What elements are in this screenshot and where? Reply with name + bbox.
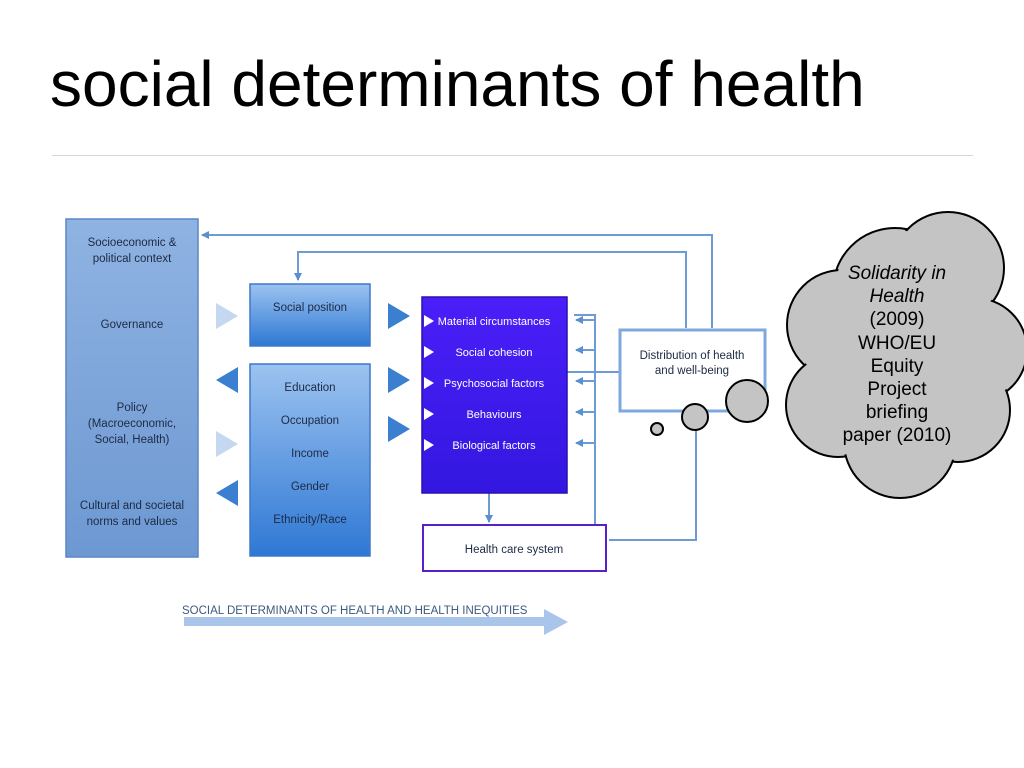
connector-triangles <box>216 303 410 506</box>
context-label: Cultural and societal <box>80 500 184 512</box>
context-label: (Macroeconomic, <box>88 418 176 430</box>
cloud-line: paper (2010) <box>842 425 952 447</box>
cloud-line: (2009) <box>869 309 925 331</box>
social-position-label: Social position <box>273 302 347 314</box>
cloud-line: Project <box>867 378 927 400</box>
intermediary-determinants-box <box>421 296 568 494</box>
arrow-right-light-2 <box>216 431 238 457</box>
intermediary-bullet-icon <box>424 408 434 420</box>
arrow-right-4 <box>388 367 410 393</box>
context-label: norms and values <box>87 516 178 528</box>
thought-bubbles <box>650 379 769 436</box>
thought-cloud-fill <box>788 214 1024 496</box>
structural-item: Gender <box>291 481 330 493</box>
structural-item: Income <box>291 448 329 460</box>
cloud-line: Solidarity in <box>847 263 947 284</box>
cloud-line: briefing <box>865 402 929 424</box>
arrow-left-1 <box>216 367 238 393</box>
context-box <box>65 218 199 558</box>
arrow-left-2 <box>216 480 238 506</box>
feedback-lines <box>201 231 713 541</box>
arrow-right-3 <box>388 303 410 329</box>
intermediary-bullet-icon <box>424 377 434 389</box>
intermediary-item: Material circumstances <box>438 316 551 328</box>
health-care-system-box <box>422 524 607 572</box>
intermediary-item: Psychosocial factors <box>444 378 545 390</box>
social-position-box <box>249 283 371 347</box>
bottom-arrow-label: SOCIAL DETERMINANTS OF HEALTH AND HEALTH… <box>182 605 528 617</box>
structural-determinants-box <box>249 363 371 557</box>
intermediary-item: Biological factors <box>452 440 536 452</box>
structural-item: Education <box>284 382 335 394</box>
cloud-line: WHO/EU <box>857 332 937 354</box>
intermediary-bullet-icon <box>424 439 434 451</box>
structural-item: Ethnicity/Race <box>273 514 347 526</box>
intermediary-bullet-icon <box>424 346 434 358</box>
structural-item: Occupation <box>281 415 339 427</box>
context-label: Social, Health) <box>95 434 170 446</box>
intermediary-item: Social cohesion <box>455 347 532 359</box>
bottom-arrow <box>184 609 568 635</box>
intermediary-item: Behaviours <box>466 409 522 421</box>
title-divider <box>52 155 973 156</box>
health-care-system-label: Health care system <box>465 544 563 556</box>
structural-determinants-labels: EducationOccupationIncomeGenderEthnicity… <box>273 382 347 526</box>
context-label: Policy <box>117 402 148 414</box>
distribution-label: and well-being <box>655 365 729 377</box>
thought-bubble-small <box>650 422 664 436</box>
slide-title: social determinants of health <box>50 48 865 120</box>
context-label: political context <box>93 253 172 265</box>
thought-bubble-large <box>725 379 769 423</box>
intermediary-bullet-icon <box>424 315 434 327</box>
context-label: Governance <box>101 319 164 331</box>
cloud-line: Health <box>869 286 925 308</box>
cloud-line: Equity <box>870 355 924 377</box>
arrow-right-5 <box>388 416 410 442</box>
thought-bubble-medium <box>681 403 709 431</box>
context-box-labels: Socioeconomic & political contextGovernan… <box>80 237 184 528</box>
arrow-right-light-1 <box>216 303 238 329</box>
context-label: Socioeconomic & <box>88 237 177 249</box>
distribution-label: Distribution of health <box>640 350 745 362</box>
distribution-box-labels: Distribution of health and well-being <box>640 350 745 377</box>
